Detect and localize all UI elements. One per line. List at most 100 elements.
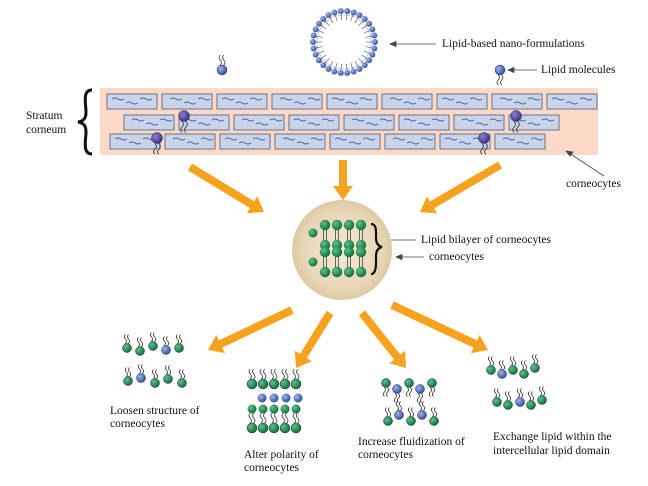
exchange-lipid-icon <box>519 360 529 379</box>
polarity-blue-lipid-icon <box>269 393 279 403</box>
corneocyte-cell <box>508 114 560 131</box>
corneocyte-cell <box>161 93 213 110</box>
loosen-lipid-icon <box>136 364 146 383</box>
lipid-molecule-icon <box>216 54 228 76</box>
loosen-lipid-icon <box>122 334 132 353</box>
exchange-lipid-label: Exchange lipid within the intercellular … <box>493 431 612 457</box>
polarity-lipid-icon <box>290 412 302 434</box>
corneocyte-cell <box>439 133 491 150</box>
bilayer-lipid-icon <box>355 246 367 262</box>
embedded-lipid-icons <box>151 110 522 155</box>
corneocyte-cell <box>381 93 433 110</box>
polarity-blue-lipid-icon <box>293 393 303 403</box>
corneocyte-cell <box>219 133 271 150</box>
flow-arrow <box>358 310 406 368</box>
corneocyte-cell <box>106 93 158 110</box>
polarity-lipid-icon <box>246 412 258 434</box>
bilayer-lipid-icon <box>308 257 318 267</box>
corneocyte-cell <box>436 93 488 110</box>
corneocyte-cell <box>288 114 340 131</box>
pointer-lines <box>380 40 605 261</box>
exchange-lipid-icon <box>526 391 536 410</box>
polarity-lipid-icon <box>258 404 268 414</box>
exchange-lipid-icon <box>486 356 496 375</box>
exchange-lipid-icon <box>486 354 547 410</box>
flow-arrow <box>333 160 353 200</box>
fluid-lipid-icon <box>415 384 425 403</box>
polarity-blue-lipid-icon <box>257 393 267 403</box>
loosen-structure-icon <box>122 332 187 388</box>
bilayer-lipid-icon <box>355 219 367 235</box>
bilayer-lipid-icon <box>308 228 318 238</box>
embedded-lipid-icon <box>510 110 522 133</box>
fluid-lipid-icon <box>427 378 437 397</box>
polarity-lipid-icon <box>257 368 269 390</box>
lipid-molecule-icon <box>494 64 506 86</box>
bilayer-brace-icon <box>370 222 383 276</box>
polarity-lipid-icon <box>279 412 291 434</box>
loosen-structure-label: Loosen structure of corneocytes <box>110 405 200 430</box>
loosen-lipid-icon <box>177 369 187 388</box>
polarity-lipid-icon <box>268 368 280 390</box>
lipid-bilayer-icon <box>308 219 367 278</box>
fluid-lipid-icon <box>417 401 427 420</box>
fluid-lipid-icon <box>394 401 404 420</box>
corneocyte-cell <box>326 93 378 110</box>
stratum-label-line1: Stratum <box>26 110 63 122</box>
flow-arrow <box>390 301 488 354</box>
nano-formulations-label: Lipid-based nano-formulations <box>442 38 585 50</box>
fluid-lipid-icon <box>381 378 391 397</box>
polarity-lipid-icon <box>280 404 290 414</box>
corneocyte-cell <box>164 133 216 150</box>
bilayer-lipid-icon <box>355 262 367 278</box>
loosen-lipid-icon <box>174 334 184 353</box>
exchange-lipid-icon <box>497 360 507 379</box>
corneocyte-cell <box>274 133 326 150</box>
polarity-blue-lipid-icon <box>281 393 291 403</box>
polarity-lipid-icon <box>291 404 301 414</box>
corneocyte-cell <box>384 133 436 150</box>
polarity-lipid-icon <box>268 412 280 434</box>
corneocytes-center-label: corneocytes <box>429 251 484 263</box>
increase-fluidization-label: Increase fluidization of corneocytes <box>358 436 465 461</box>
loosen-lipid-icon <box>135 337 145 356</box>
flow-arrows <box>187 160 502 368</box>
corneocyte-cell <box>453 114 505 131</box>
exchange-lipid-icon <box>508 356 518 375</box>
corneocyte-cell <box>109 133 161 150</box>
corneocyte-cell <box>216 93 268 110</box>
loosen-lipid-icon <box>148 332 158 351</box>
flow-arrow <box>294 310 334 368</box>
polarity-lipid-icon <box>269 404 279 414</box>
corneocyte-cell <box>546 93 598 110</box>
loosen-lipid-icon <box>161 336 171 355</box>
bilayer-lipid-icon <box>319 219 331 235</box>
loosen-lipid-icon <box>163 365 173 384</box>
embedded-lipid-icon <box>151 132 163 155</box>
lipid-bilayer-label: Lipid bilayer of corneocytes <box>421 234 551 246</box>
corneocyte-cell <box>271 93 323 110</box>
lipid-molecule-icons <box>216 54 506 86</box>
corneocyte-cell <box>123 114 175 131</box>
exchange-lipid-icon <box>503 391 513 410</box>
polarity-lipid-icon <box>246 368 258 390</box>
corneocyte-cell <box>343 114 395 131</box>
fluid-lipid-icon <box>429 407 439 426</box>
corneocytes-top-label: corneocytes <box>566 178 621 190</box>
corneocyte-cell <box>398 114 450 131</box>
embedded-lipid-icon <box>178 110 190 133</box>
polarity-lipid-icon <box>257 412 269 434</box>
corneocyte-cell <box>494 133 546 150</box>
corneocyte-cell <box>491 93 543 110</box>
exchange-lipid-icon <box>515 388 525 407</box>
polarity-lipid-icon <box>279 368 291 390</box>
corneocyte-cells <box>106 93 598 150</box>
bilayer-lipid-icon <box>319 262 331 278</box>
corneocyte-cell <box>329 133 381 150</box>
stratum-label-line2: corneum <box>26 124 67 136</box>
embedded-lipid-icon <box>478 132 490 155</box>
exchange-lipid-icon <box>530 354 540 373</box>
corneocyte-cell <box>178 114 230 131</box>
